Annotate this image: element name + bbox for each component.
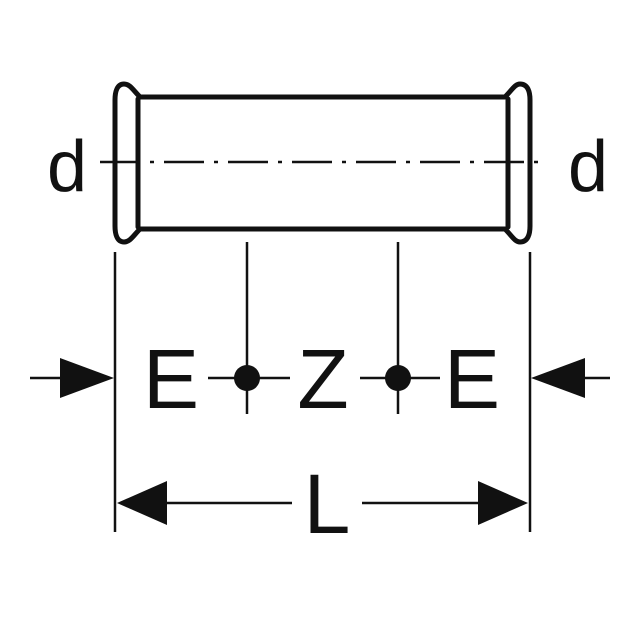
arrow-right-head	[531, 358, 585, 398]
length-arrow-right-head	[478, 481, 528, 525]
coupling-outline	[112, 81, 533, 245]
diameter-label-left: d	[47, 127, 87, 207]
diameter-label-right: d	[568, 127, 608, 207]
center-label: Z	[297, 332, 348, 426]
length-label: L	[304, 457, 351, 551]
dimension-point-right	[385, 365, 411, 391]
end-label-right: E	[444, 332, 500, 426]
dimension-point-left	[234, 365, 260, 391]
arrow-left-head	[60, 358, 114, 398]
end-label-left: E	[143, 332, 199, 426]
length-arrow-left-head	[117, 481, 167, 525]
